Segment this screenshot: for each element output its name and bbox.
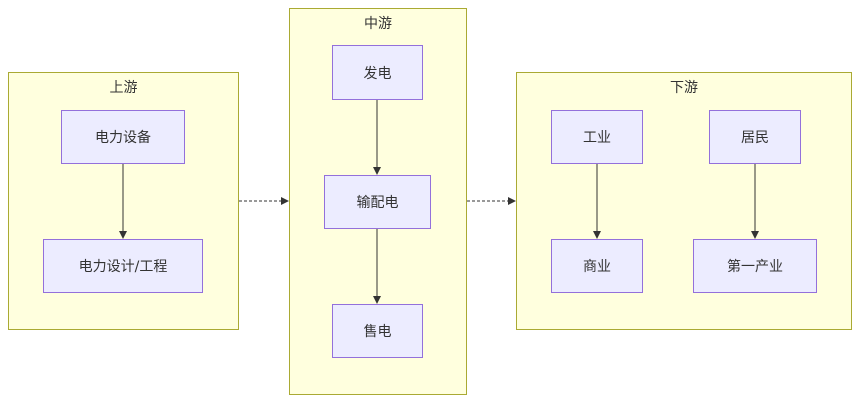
- node-commerce: 商业: [551, 239, 643, 293]
- node-residents: 居民: [709, 110, 801, 164]
- cluster-title-downstream: 下游: [670, 80, 698, 96]
- node-industry: 工业: [551, 110, 643, 164]
- cluster-title-upstream: 上游: [109, 80, 138, 96]
- cluster-title-midstream: 中游: [364, 16, 392, 32]
- node-transmission-distribution: 输配电: [324, 175, 431, 229]
- node-power-design-engineering: 电力设计/工程: [43, 239, 203, 293]
- node-power-equipment: 电力设备: [61, 110, 185, 164]
- node-primary-industry: 第一产业: [693, 239, 817, 293]
- node-power-generation: 发电: [332, 45, 423, 100]
- node-power-retail: 售电: [332, 304, 423, 358]
